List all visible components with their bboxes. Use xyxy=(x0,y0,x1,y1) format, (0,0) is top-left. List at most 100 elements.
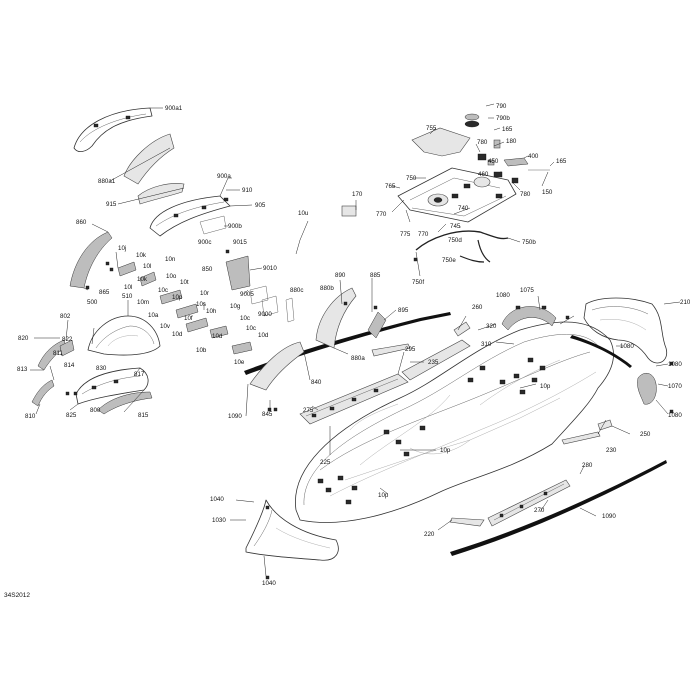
label-225: 225 xyxy=(320,459,331,466)
label-210: 210 xyxy=(680,299,690,306)
seat-210 xyxy=(583,297,668,364)
label-750f: 750f xyxy=(412,279,424,286)
label-10c-a: 10c xyxy=(158,287,168,294)
label-775: 775 xyxy=(400,231,411,238)
cable-750d xyxy=(477,239,491,263)
label-915: 915 xyxy=(106,201,117,208)
label-840: 840 xyxy=(311,379,322,386)
label-9015: 9015 xyxy=(233,239,247,246)
label-790: 790 xyxy=(496,103,507,110)
label-9010: 9010 xyxy=(263,265,277,272)
panel-235 xyxy=(401,339,471,381)
label-770-b: 770 xyxy=(418,231,429,238)
label-10j: 10j xyxy=(118,245,126,252)
label-9005: 9005 xyxy=(240,291,254,298)
label-10v: 10v xyxy=(160,323,171,330)
label-822: 822 xyxy=(62,336,73,343)
panel-260 xyxy=(453,321,471,337)
label-813: 813 xyxy=(17,366,28,373)
label-880c: 880c xyxy=(290,287,303,294)
label-500: 500 xyxy=(87,299,98,306)
label-10n: 10n xyxy=(165,256,176,263)
fastener-markers xyxy=(65,249,674,580)
panel-860 xyxy=(69,231,113,289)
side-panel-275 xyxy=(299,373,409,425)
cable-750e xyxy=(459,255,485,263)
part-460 xyxy=(493,171,503,178)
label-460: 460 xyxy=(478,171,489,178)
label-10e: 10e xyxy=(234,359,245,366)
lid-900a1 xyxy=(73,107,153,152)
label-10c-c: 10c xyxy=(246,325,256,332)
label-820: 820 xyxy=(18,335,29,342)
trim-815 xyxy=(97,391,153,415)
label-320: 320 xyxy=(486,323,497,330)
label-780-a: 780 xyxy=(477,139,488,146)
label-230: 230 xyxy=(606,447,617,454)
bow-panel-1030 xyxy=(245,499,339,561)
label-260: 260 xyxy=(472,304,483,311)
label-1080-b: 1080 xyxy=(620,343,634,350)
label-10p-c: 10p xyxy=(440,447,451,454)
pad-755 xyxy=(411,127,471,157)
bracket-9015 xyxy=(225,255,251,291)
trim-810 xyxy=(31,379,55,407)
label-811: 811 xyxy=(53,350,63,357)
cowl-500 xyxy=(87,315,161,356)
label-220: 220 xyxy=(424,531,435,538)
label-10p-d: 10p xyxy=(378,492,389,499)
label-170: 170 xyxy=(352,191,363,198)
label-10b: 10b xyxy=(196,347,207,354)
panel-295 xyxy=(371,343,411,357)
label-790b: 790b xyxy=(496,115,510,122)
side-strip-right xyxy=(450,460,667,556)
trim-822 xyxy=(59,339,75,357)
label-890: 890 xyxy=(335,272,346,279)
label-270: 270 xyxy=(534,507,545,514)
front-deck xyxy=(397,167,517,223)
label-802: 802 xyxy=(60,313,71,320)
part-400 xyxy=(503,157,529,167)
label-10t: 10t xyxy=(180,279,189,286)
label-860: 860 xyxy=(76,219,87,226)
label-150: 150 xyxy=(542,189,553,196)
label-880b: 880b xyxy=(320,285,334,292)
label-865: 865 xyxy=(99,289,110,296)
label-825: 825 xyxy=(66,412,77,419)
cap-790b xyxy=(464,120,480,128)
part-450 xyxy=(487,159,495,166)
label-10s: 10s xyxy=(196,301,206,308)
side-strip-rear xyxy=(570,335,632,368)
label-10k-b: 10k xyxy=(137,276,148,283)
rail-270 xyxy=(487,479,571,527)
label-850: 850 xyxy=(202,266,213,273)
label-10p-b: 10p xyxy=(540,383,551,390)
side-strip-left xyxy=(244,312,451,375)
label-814: 814 xyxy=(64,362,75,369)
label-1075: 1075 xyxy=(520,287,534,294)
label-745: 745 xyxy=(450,223,461,230)
label-10l-a: 10l xyxy=(143,263,151,270)
latch-cluster xyxy=(105,261,253,355)
label-750: 750 xyxy=(406,175,417,182)
label-750d: 750d xyxy=(448,237,462,244)
label-450: 450 xyxy=(488,158,499,165)
label-10c-b: 10c xyxy=(240,315,250,322)
panel-885 xyxy=(367,311,387,339)
label-910: 910 xyxy=(242,187,253,194)
label-10d-c: 10d xyxy=(258,332,269,339)
label-250: 250 xyxy=(640,431,651,438)
bracket-1070 xyxy=(637,372,657,405)
label-750e: 750e xyxy=(442,257,456,264)
hull xyxy=(295,321,614,523)
label-800: 800 xyxy=(90,407,101,414)
panel-840 xyxy=(249,341,305,391)
part-780b xyxy=(511,177,519,184)
label-400: 400 xyxy=(528,153,539,160)
lid-900a xyxy=(149,195,231,237)
part-180 xyxy=(493,139,501,149)
label-1080-d: 1080 xyxy=(668,412,682,419)
label-740: 740 xyxy=(458,205,469,212)
label-10d-b: 10d xyxy=(212,333,223,340)
